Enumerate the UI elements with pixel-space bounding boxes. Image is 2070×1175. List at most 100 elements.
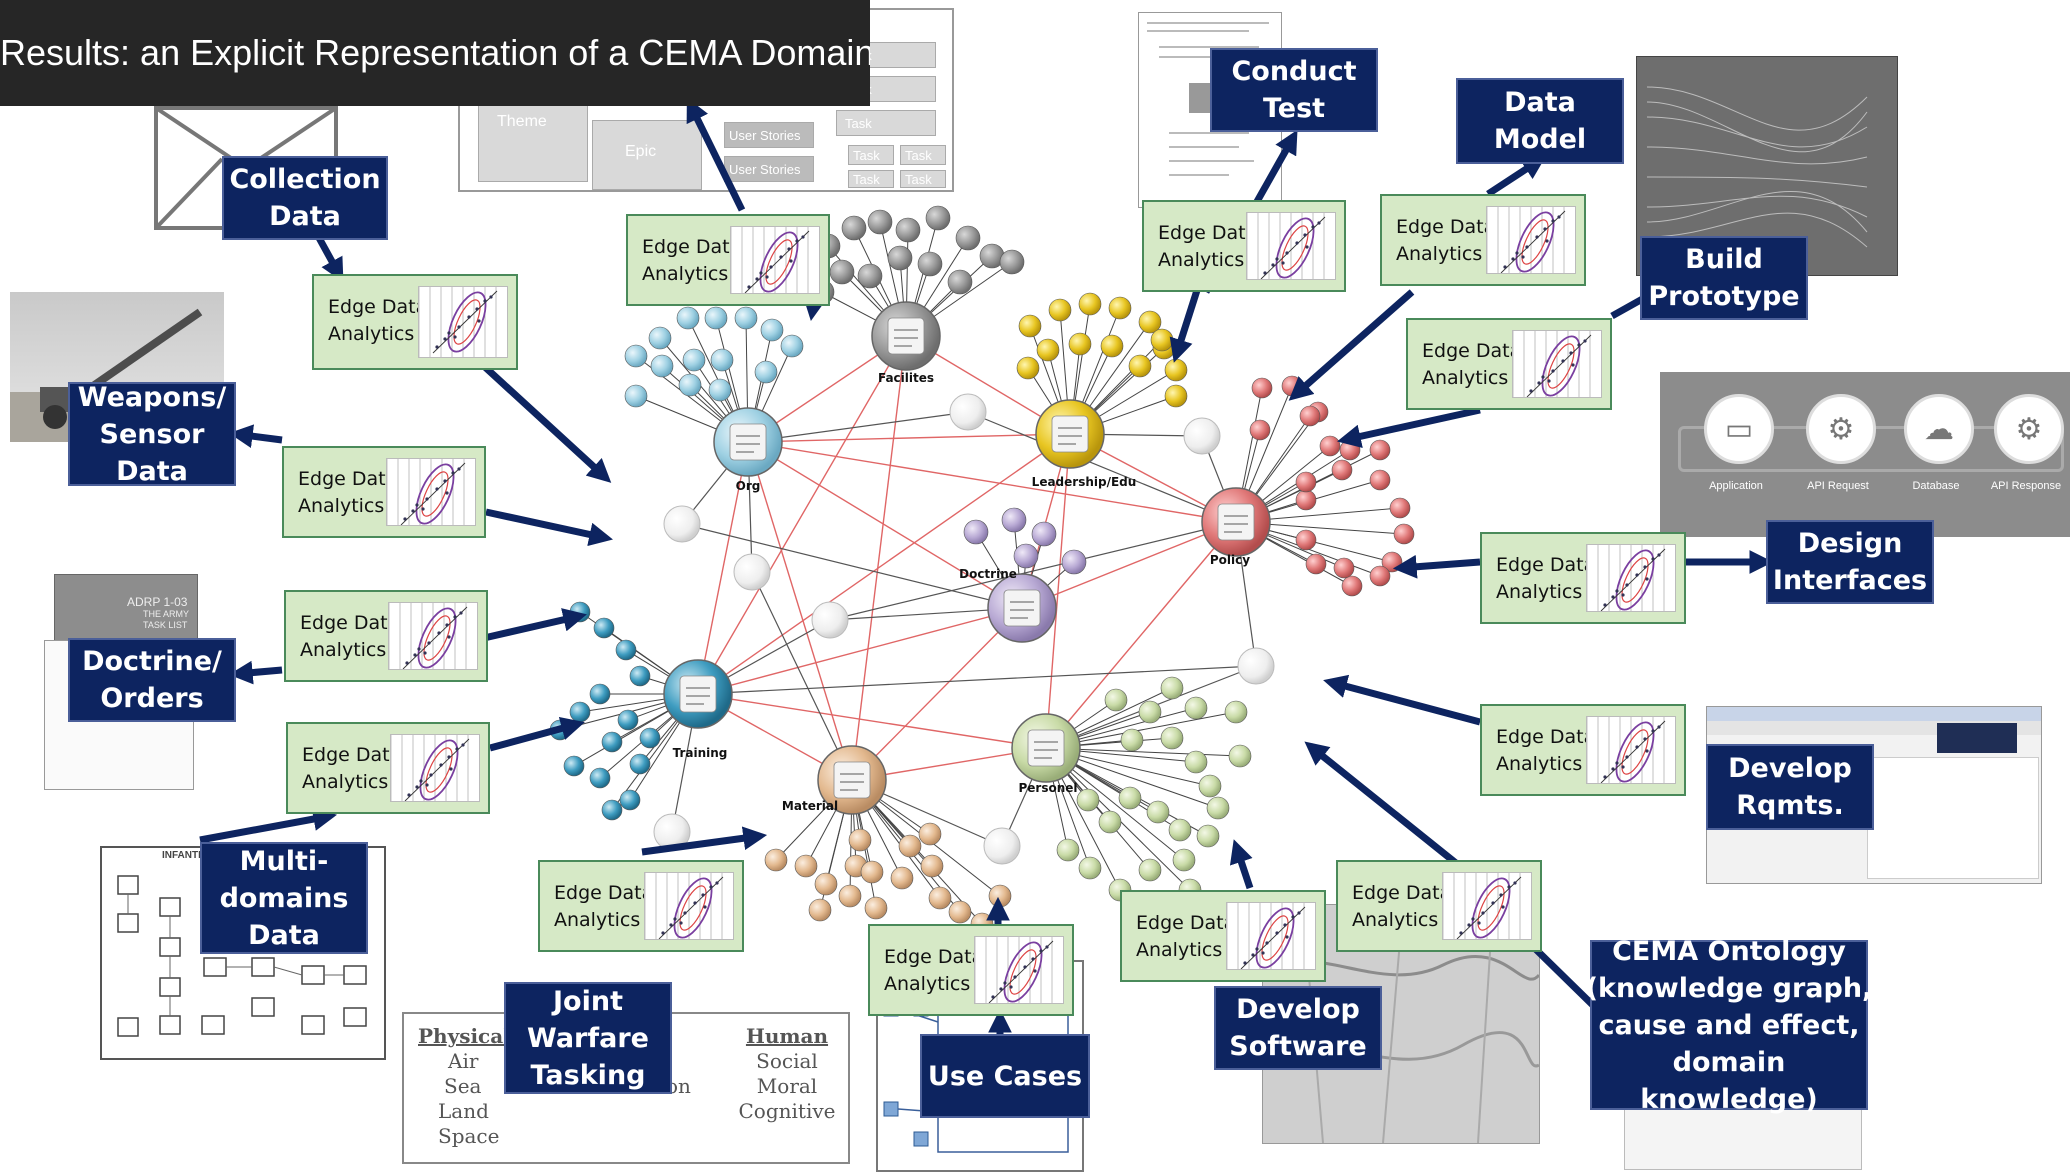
graph-leaf-node [760, 318, 784, 342]
graph-leaf-node [1369, 565, 1391, 587]
graph-link-red [851, 607, 1023, 781]
hub-icon [679, 675, 717, 713]
edge-label-line-1: Edge Data [302, 744, 402, 766]
graph-leaf-node [1305, 553, 1327, 575]
graph-leaf-node [710, 348, 734, 372]
joint-line-3: Tasking [530, 1059, 646, 1091]
graph-leaf-node [890, 866, 914, 890]
graph-leaf-node [829, 259, 855, 285]
edge-label-line-2: Analytics [1396, 243, 1483, 265]
graph-leaf-node [999, 249, 1025, 275]
joint-line-2: Warfare [527, 1022, 649, 1054]
develop-software-line-2: Software [1229, 1031, 1367, 1062]
graph-leaf-node [917, 251, 943, 277]
graph-leaf-node [754, 360, 778, 384]
infantry-title: INFANTR [162, 850, 206, 861]
joint-warfare-tasking-box: Joint Warfare Tasking [504, 982, 672, 1094]
edge-label-line-1: Edge Data [1396, 216, 1496, 238]
hub-icon [1027, 729, 1065, 767]
graph-leaf-node [678, 373, 702, 397]
graph-leaf-node [841, 215, 867, 241]
use-cases-box: Use Cases [920, 1034, 1090, 1118]
hub-label-personel: Personel [1018, 781, 1077, 795]
task-label-3: Task [845, 116, 872, 131]
graph-link-red [1045, 521, 1237, 749]
edge-label-line-1: Edge Data [884, 946, 984, 968]
weapons-line-3: Data [116, 455, 188, 487]
analytics-plot-thumbnail [386, 458, 476, 526]
graph-leaf-node [589, 767, 611, 789]
weapons-sensor-data-box: Weapons/ Sensor Data [68, 382, 236, 487]
user-stories-label-1: User Stories [729, 128, 801, 143]
graph-leaf-node [593, 617, 615, 639]
graph-leaf-node [1295, 489, 1317, 511]
api-label-response: API Response [1990, 480, 2062, 492]
edge-label-line-1: Edge Data [298, 468, 398, 490]
graph-leaf-node [955, 225, 981, 251]
flow-arrow [228, 424, 283, 448]
graph-leaf-node [1339, 439, 1361, 461]
edge-label-line-1: Edge Data [1496, 554, 1596, 576]
analytics-plot-thumbnail [388, 602, 478, 670]
hub-icon [1051, 415, 1089, 453]
graph-leaf-node [708, 378, 732, 402]
graph-leaf-node [1172, 848, 1196, 872]
graph-leaf-node [1160, 726, 1184, 750]
graph-leaf-node [1160, 676, 1184, 700]
edge-label-line-2: Analytics [1136, 939, 1223, 961]
edge-label-line-2: Analytics [1158, 249, 1245, 271]
graph-leaf-node [1331, 459, 1353, 481]
graph-leaf-node [1016, 356, 1040, 380]
edge-label-line-2: Analytics [1496, 753, 1583, 775]
graph-leaf-node [1295, 529, 1317, 551]
graph-leaf-node [617, 709, 639, 731]
edge-label-line-2: Analytics [1422, 367, 1509, 389]
adrp-line-3: TASK LIST [143, 620, 188, 630]
edge-label-line-2: Analytics [554, 909, 641, 931]
graph-leaf-node [1098, 810, 1122, 834]
graph-leaf-node [848, 828, 872, 852]
analytics-plot-thumbnail [1586, 716, 1676, 784]
graph-leaf-node [563, 755, 585, 777]
api-request-gear-icon: ⚙ [1806, 394, 1876, 464]
graph-leaf-node [1184, 750, 1208, 774]
flow-arrow [489, 716, 585, 752]
graph-leaf-node [1061, 549, 1087, 575]
domain-sea: Sea [444, 1074, 482, 1098]
graph-link-red [697, 335, 907, 695]
graph-link-gray [697, 665, 1257, 695]
graph-hub-training: Training [663, 659, 733, 760]
build-prototype-box: Build Prototype [1640, 236, 1808, 320]
graph-link-red [851, 335, 907, 781]
edge-label-line-1: Edge Data [1352, 882, 1452, 904]
graph-leaf-node [1393, 523, 1415, 545]
hub-icon [1003, 589, 1041, 627]
graph-leaf-node [1068, 332, 1092, 356]
adrp-title: ADRP 1-03 [127, 595, 188, 609]
task-label-6: Task [853, 172, 880, 187]
graph-leaf-node [1048, 298, 1072, 322]
graph-leaf-node [988, 884, 1012, 908]
graph-leaf-node [794, 854, 818, 878]
graph-empty-node [983, 827, 1021, 865]
multi-domains-line-3: Data [248, 919, 320, 951]
ontology-line-5: knowledge) [1640, 1083, 1818, 1115]
graph-leaf-node [1369, 439, 1391, 461]
graph-leaf-node [1164, 384, 1188, 408]
analytics-plot-thumbnail [1486, 206, 1576, 274]
graph-hub-material: Material [782, 745, 887, 815]
graph-leaf-node [864, 896, 888, 920]
analytics-plot-thumbnail [1512, 330, 1602, 398]
task-label-4: Task [853, 148, 880, 163]
graph-leaf-node [920, 854, 944, 878]
ontology-line-4: domain [1672, 1046, 1786, 1078]
graph-leaf-node [1196, 824, 1220, 848]
domain-social: Social [756, 1049, 818, 1073]
flow-arrow [686, 97, 746, 212]
